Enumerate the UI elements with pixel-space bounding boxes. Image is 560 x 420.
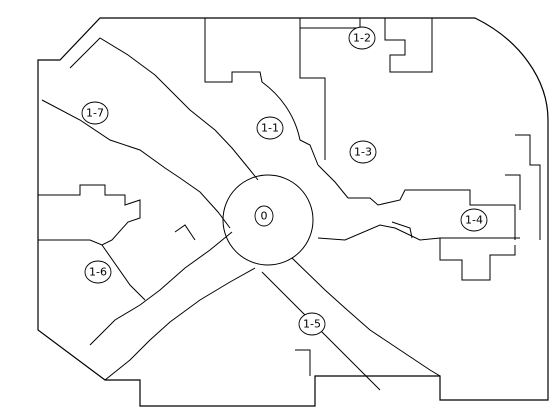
zone-label-1-6: 1-6 (84, 260, 112, 284)
corridor-nw-lower-wall (41, 99, 231, 229)
zone-label-1-1: 1-1 (256, 116, 284, 140)
corridor-e-upper-wall (348, 189, 516, 240)
zone-label-1-6-text: 1-6 (89, 266, 107, 279)
zone-1-1-east-wall (299, 18, 326, 160)
zone-label-1-3-text: 1-3 (354, 146, 372, 159)
zone-label-0-text: 0 (261, 210, 268, 223)
corridor-nw-upper-wall (69, 37, 259, 181)
zone-label-1-4: 1-4 (460, 208, 488, 232)
corridor-s-upper-wall (291, 257, 441, 377)
zone-label-1-2-text: 1-2 (353, 32, 371, 45)
zone-label-1-4-text: 1-4 (465, 214, 483, 227)
zone-1-4-right-walls (505, 134, 541, 240)
corridor-s-lower-wall (261, 271, 381, 391)
zone-1-1-walls (204, 18, 319, 166)
zone-1-6-upper-walls (38, 184, 141, 246)
zone-1-5-lower-walls (295, 349, 311, 376)
zone-1-4-lower-walls (439, 238, 516, 281)
zone-label-1-1-text: 1-1 (261, 122, 279, 135)
zone-label-1-5-text: 1-5 (303, 318, 321, 331)
zone-1-4-notch (391, 221, 413, 239)
central-rotunda (222, 174, 314, 266)
corridor-sw-upper-wall (89, 231, 233, 346)
corridor-sw-lower-wall (104, 267, 256, 381)
zone-label-1-2: 1-2 (348, 26, 376, 50)
corridor-e-lower-wall (317, 224, 520, 241)
building-outline (37, 17, 549, 407)
zone-label-0: 0 (254, 205, 274, 227)
corridor-sw-stub (174, 224, 196, 241)
zone-1-6-divider (101, 244, 146, 301)
zone-label-1-3: 1-3 (349, 140, 377, 164)
corridor-ne-wall (317, 164, 349, 199)
zone-label-1-7-text: 1-7 (86, 107, 104, 120)
zone-label-1-5: 1-5 (298, 312, 326, 336)
zone-label-1-7: 1-7 (81, 101, 109, 125)
